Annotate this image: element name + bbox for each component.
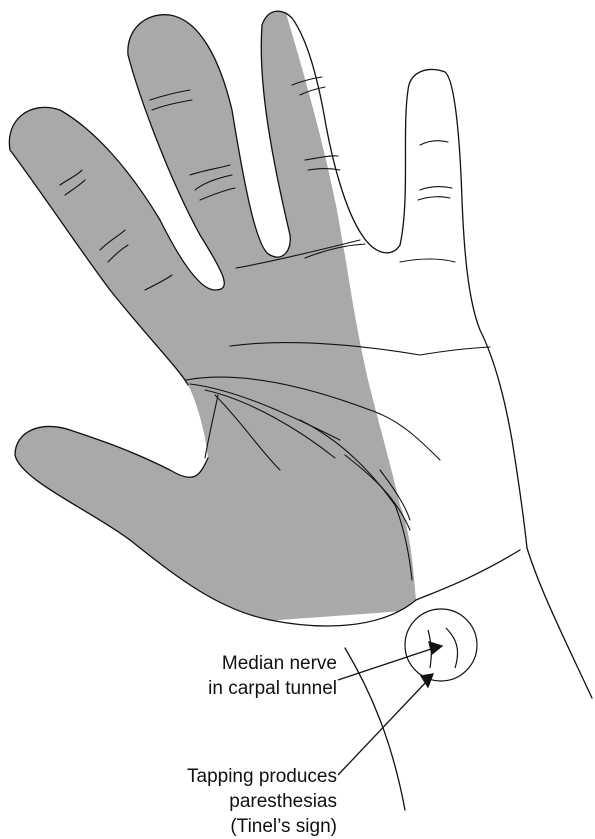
shaded-region xyxy=(0,0,418,640)
forearm-outline-radial xyxy=(345,648,405,810)
arrow-tapping-line xyxy=(338,680,428,775)
median-nerve-sensory-region xyxy=(0,0,418,640)
carpal-tunnel-inset xyxy=(405,609,477,681)
tinel-sign-label-line2: paresthesias xyxy=(187,789,337,814)
forearm-outline-ulnar xyxy=(527,548,592,698)
wrist-crease xyxy=(416,550,520,600)
median-nerve-label-line2: in carpal tunnel xyxy=(208,676,337,701)
tinel-sign-label-line1: Tapping produces xyxy=(187,764,337,789)
median-nerve-label-line1: Median nerve xyxy=(208,651,337,676)
median-nerve-label: Median nerve in carpal tunnel xyxy=(208,651,337,701)
tinel-sign-label-line3: (Tinel’s sign) xyxy=(187,814,337,839)
tinel-sign-label: Tapping produces paresthesias (Tinel’s s… xyxy=(187,764,337,839)
inset-circle xyxy=(405,609,477,681)
little-finger-outline xyxy=(400,69,527,548)
